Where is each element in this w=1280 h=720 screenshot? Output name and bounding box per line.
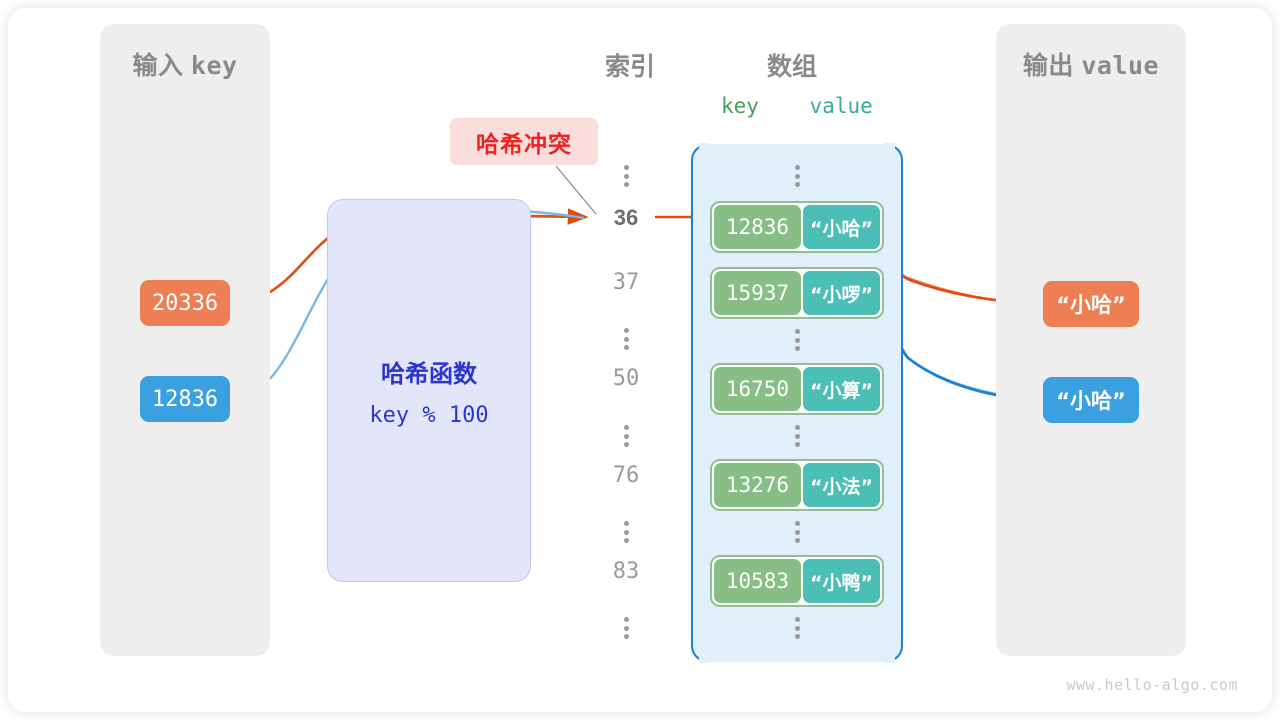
index-50: 50 <box>612 366 640 391</box>
index-ellipsis-0 <box>596 165 656 187</box>
index-ellipsis-4 <box>596 617 656 639</box>
array-entry-36[interactable]: 12836 “小哈” <box>710 201 884 253</box>
hash-collision-label: 哈希冲突 <box>450 118 598 165</box>
array-value-header: value <box>809 94 873 118</box>
array-key-header: key <box>721 94 759 118</box>
hash-function-title: 哈希函数 <box>381 361 477 388</box>
watermark: www.hello-algo.com <box>1066 676 1238 694</box>
array-ellipsis-1 <box>710 329 884 351</box>
array-ellipsis-2 <box>710 425 884 447</box>
array-entry-83[interactable]: 10583 “小鸭” <box>710 555 884 607</box>
hash-function-box: 哈希函数 key % 100 <box>327 199 531 582</box>
array-entry-key: 13276 <box>714 463 801 507</box>
array-bracket-right <box>884 143 903 663</box>
index-ellipsis-2 <box>596 425 656 447</box>
diagram-card: 输入 key 20336 12836 哈希函数 key % 100 哈希冲突 索… <box>8 8 1272 712</box>
array-ellipsis-4 <box>710 617 884 639</box>
index-37: 37 <box>612 270 640 295</box>
output-value-1[interactable]: “小哈” <box>1043 281 1139 327</box>
array-entry-value: “小法” <box>802 463 880 507</box>
array-ellipsis-0 <box>710 165 884 187</box>
array-caption: 数组 <box>766 53 817 81</box>
array-entry-37[interactable]: 15937 “小啰” <box>710 267 884 319</box>
index-76: 76 <box>612 463 640 488</box>
hash-function-expression: key % 100 <box>369 403 489 428</box>
array-bracket-left <box>691 143 710 663</box>
array-entry-value: “小算” <box>802 367 880 411</box>
output-value-panel: 输出 value <box>996 24 1186 656</box>
array-entry-key: 12836 <box>714 205 801 249</box>
output-panel-title: 输出 value <box>1022 51 1160 80</box>
array-entry-value: “小啰” <box>802 271 880 315</box>
array-entry-key: 10583 <box>714 559 801 603</box>
wire-collision-leader <box>555 165 597 215</box>
output-value-2[interactable]: “小哈” <box>1043 377 1139 423</box>
array-entry-76[interactable]: 13276 “小法” <box>710 459 884 511</box>
array-entry-key: 15937 <box>714 271 801 315</box>
array-entry-key: 16750 <box>714 367 801 411</box>
array-entry-50[interactable]: 16750 “小算” <box>710 363 884 415</box>
input-key-20336[interactable]: 20336 <box>140 280 230 326</box>
index-83: 83 <box>612 559 640 584</box>
index-ellipsis-3 <box>596 521 656 543</box>
index-36: 36 <box>613 205 639 230</box>
array-entry-value: “小鸭” <box>802 559 880 603</box>
input-key-12836[interactable]: 12836 <box>140 376 230 422</box>
array-kv-header: key value <box>721 94 873 118</box>
input-key-panel: 输入 key <box>100 24 270 656</box>
input-panel-title: 输入 key <box>132 51 238 80</box>
index-column-caption: 索引 <box>604 53 655 81</box>
index-ellipsis-1 <box>596 328 656 350</box>
array-ellipsis-3 <box>710 521 884 543</box>
array-container: 12836 “小哈” 15937 “小啰” 16750 “小算” 13276 “… <box>691 143 903 663</box>
array-entry-value: “小哈” <box>802 205 880 249</box>
